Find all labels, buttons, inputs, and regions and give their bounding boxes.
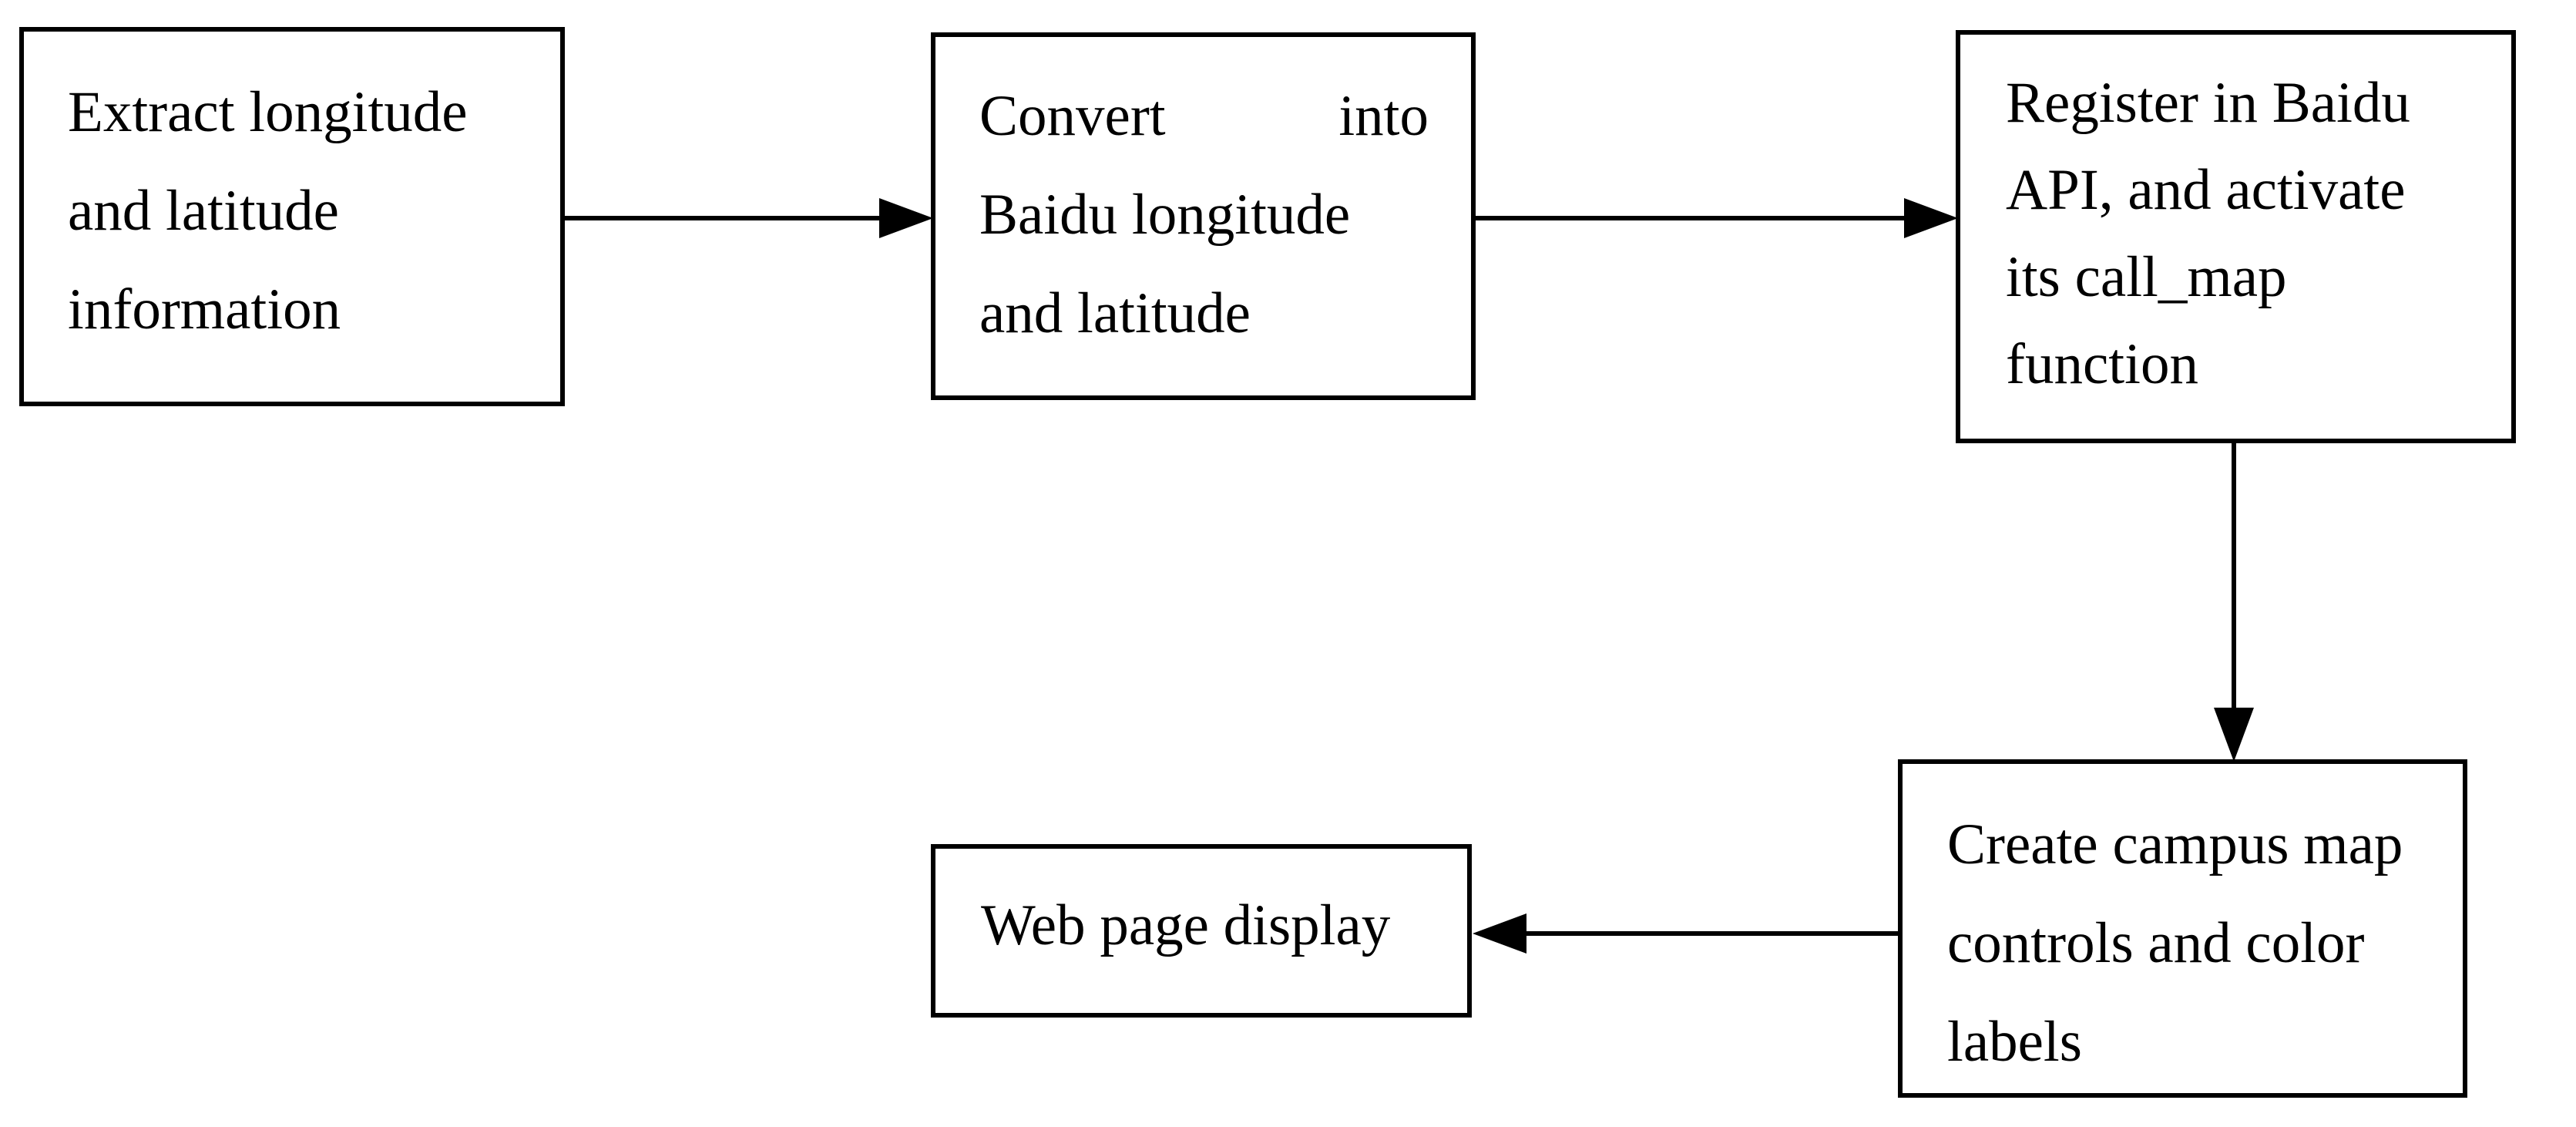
arrowhead-icon [2214,708,2254,762]
node-create-line-2: labels [1947,1010,2082,1074]
node-convert-box [931,32,1476,400]
node-register-line-3: function [2006,332,2198,396]
node-register-line-0: Register in Baidu [2006,71,2410,135]
node-extract: Extract longitude and latitude information [19,27,565,406]
edges-layer [563,198,2254,954]
node-display-box [931,844,1472,1018]
node-convert-line-0-right: into [1338,84,1429,148]
node-convert-line-0-left: Convert [979,84,1166,148]
node-register-line-1: API, and activate [2006,158,2406,222]
node-display: Web page display [931,844,1472,1018]
edge-create-to-display [1473,913,1900,954]
node-extract-box [19,27,565,406]
node-extract-line-1: and latitude [68,179,339,243]
arrowhead-icon [1473,913,1526,954]
node-create-line-0: Create campus map [1947,812,2403,876]
node-create-line-1: controls and color [1947,911,2365,975]
arrowhead-icon [1904,198,1958,238]
edge-extract-to-convert [563,198,933,238]
node-display-line-0: Web page display [981,893,1391,957]
node-register-box [1956,30,2516,443]
node-extract-line-0: Extract longitude [68,80,468,144]
arrowhead-icon [879,198,933,238]
node-create-box [1898,759,2467,1098]
node-convert-line-1: Baidu longitude [979,183,1350,247]
node-register-line-2: its call_map [2006,245,2287,309]
node-convert-line-2: and latitude [979,281,1251,345]
node-create: Create campus map controls and color label… [1898,759,2467,1098]
edge-register-to-create [2214,441,2254,762]
node-extract-line-2: information [68,278,341,341]
edge-convert-to-register [1473,198,1958,238]
nodes-layer: Extract longitude and latitude information… [19,27,2516,1098]
